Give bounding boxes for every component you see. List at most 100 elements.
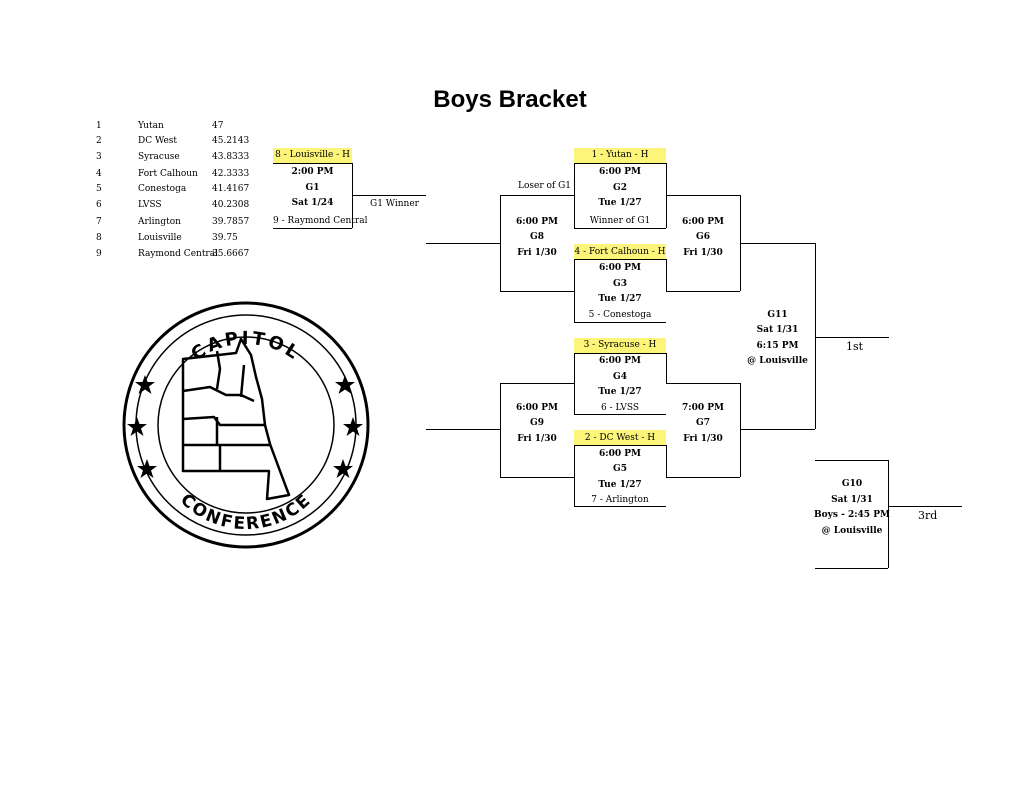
svg-text:CONFERENCE: CONFERENCE <box>176 490 315 534</box>
standings-team: DC West <box>138 136 178 146</box>
bracket-line <box>500 195 501 291</box>
g2-home-team: 1 - Yutan - H <box>591 150 649 160</box>
g5-time: 6:00 PM <box>599 449 641 459</box>
g3-home-team: 4 - Fort Calhoun - H <box>574 247 666 257</box>
g10-label: G10 <box>841 479 863 489</box>
bracket-line <box>574 353 666 354</box>
bracket-line <box>426 429 500 430</box>
bracket-line <box>574 259 575 322</box>
bracket-line <box>666 259 667 291</box>
g11-time: 6:15 PM <box>756 341 799 351</box>
third-place-label: 3rd <box>918 509 938 522</box>
g10-time: Boys - 2:45 PM <box>814 510 890 520</box>
standings-team: Conestoga <box>138 184 187 194</box>
home-team-highlight <box>574 244 666 259</box>
g5-label: G5 <box>613 464 627 474</box>
bracket-line <box>574 259 666 260</box>
g9-date: Fri 1/30 <box>517 434 557 444</box>
g1-away-team: 9 - Raymond Central <box>273 216 368 226</box>
g1-label: G1 <box>305 183 320 193</box>
bracket-line <box>273 163 352 164</box>
g3-time: 6:00 PM <box>599 263 641 273</box>
g3-away-team: 5 - Conestoga <box>588 310 652 320</box>
standings-team: Arlington <box>138 217 181 227</box>
standings-rank: 5 <box>96 184 102 194</box>
home-team-highlight <box>574 430 666 445</box>
bracket-line <box>815 337 889 338</box>
g8-date: Fri 1/30 <box>517 248 557 258</box>
g1-winner-label: G1 Winner <box>370 199 419 209</box>
g4-date: Tue 1/27 <box>598 387 642 397</box>
g10-venue: @ Louisville <box>821 526 883 536</box>
page-title: Boys Bracket <box>433 86 587 113</box>
g9-time: 6:00 PM <box>516 403 558 413</box>
bracket-line <box>500 291 574 292</box>
home-team-highlight <box>574 338 666 353</box>
standings-score: 47 <box>212 121 224 131</box>
g4-label: G4 <box>613 372 627 382</box>
bracket-line <box>740 243 815 244</box>
bracket-line <box>500 477 574 478</box>
bracket-line <box>273 228 352 229</box>
standings-score: 42.3333 <box>212 169 250 179</box>
g2-label: G2 <box>613 183 627 193</box>
standings-score: 40.2308 <box>212 200 250 210</box>
standings-team: LVSS <box>138 200 162 210</box>
standings-team: Syracuse <box>138 152 180 162</box>
g8-time: 6:00 PM <box>516 217 558 227</box>
standings-rank: 8 <box>96 233 102 243</box>
bracket-line <box>574 506 666 507</box>
standings-score: 45.2143 <box>212 136 250 146</box>
bracket-line <box>500 383 501 477</box>
home-team-highlight <box>273 148 352 163</box>
capitol-conference-logo-icon: CAPITOL CONFERENCE <box>122 301 370 549</box>
g7-label: G7 <box>696 418 710 428</box>
bracket-line <box>666 445 667 477</box>
g9-label: G9 <box>530 418 544 428</box>
standings-team: Louisville <box>138 233 182 243</box>
bracket-line <box>500 383 574 384</box>
g4-home-team: 3 - Syracuse - H <box>583 340 657 350</box>
bracket-line <box>426 243 500 244</box>
bracket-line <box>574 353 575 414</box>
g2-away-team: Winner of G1 <box>589 216 651 226</box>
g6-date: Fri 1/30 <box>683 248 723 258</box>
g5-away-team: 7 - Arlington <box>591 495 649 505</box>
g1-time: 2:00 PM <box>291 167 334 177</box>
bracket-line <box>500 195 574 196</box>
bracket-line <box>574 163 575 228</box>
standings-rank: 3 <box>96 152 102 162</box>
g5-date: Tue 1/27 <box>598 480 642 490</box>
bracket-line <box>815 568 888 569</box>
standings-score: 41.4167 <box>212 184 250 194</box>
g7-time: 7:00 PM <box>682 403 724 413</box>
g10-date: Sat 1/31 <box>831 495 873 505</box>
g4-away-team: 6 - LVSS <box>600 403 640 413</box>
standings-rank: 2 <box>96 136 102 146</box>
g2-date: Tue 1/27 <box>598 198 642 208</box>
g8-label: G8 <box>530 232 544 242</box>
g8-top-team: Loser of G1 <box>518 181 572 191</box>
standings-team: Raymond Central <box>138 249 218 259</box>
bracket-line <box>666 195 740 196</box>
g7-date: Fri 1/30 <box>683 434 723 444</box>
bracket-line <box>574 414 666 415</box>
bracket-line <box>888 506 962 507</box>
standings-score: 39.75 <box>212 233 238 243</box>
g5-home-team: 2 - DC West - H <box>584 433 656 443</box>
bracket-line <box>666 291 740 292</box>
standings-rank: 4 <box>96 169 102 179</box>
bracket-line <box>666 383 740 384</box>
bracket-line <box>666 477 740 478</box>
g1-date: Sat 1/24 <box>291 198 334 208</box>
standings-rank: 9 <box>96 249 102 259</box>
g6-time: 6:00 PM <box>682 217 724 227</box>
standings-team: Yutan <box>138 121 164 131</box>
standings-score: 39.7857 <box>212 217 250 227</box>
g1-home-team: 8 - Louisville - H <box>275 150 350 160</box>
bracket-line <box>815 460 888 461</box>
home-team-highlight <box>574 148 666 163</box>
g11-venue: @ Louisville <box>747 356 808 366</box>
bracket-line <box>740 383 741 477</box>
g2-time: 6:00 PM <box>599 167 641 177</box>
